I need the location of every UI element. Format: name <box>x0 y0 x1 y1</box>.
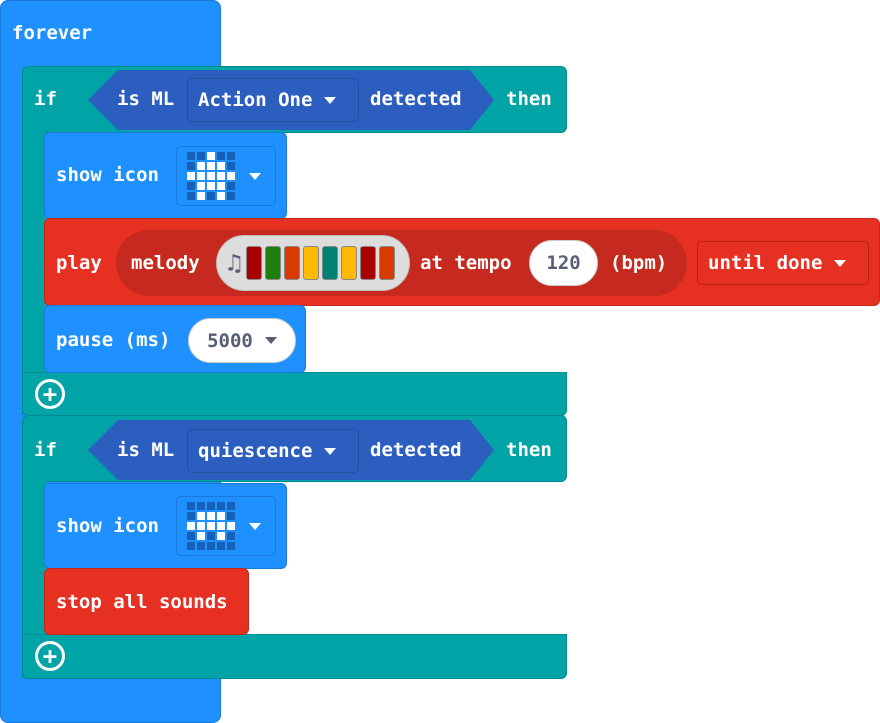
led-grid <box>187 152 235 200</box>
melody-note <box>341 246 358 280</box>
led <box>187 172 195 180</box>
melody-note <box>246 246 263 280</box>
chevron-down-icon <box>249 172 261 180</box>
melody-note <box>379 246 396 280</box>
led <box>227 512 235 520</box>
ml-prefix: is ML <box>117 439 175 461</box>
action-value: quiescence <box>198 440 313 462</box>
show-icon-label: show icon <box>56 164 159 186</box>
chevron-down-icon <box>249 522 261 530</box>
pause-input[interactable]: 5000 <box>188 318 296 363</box>
led <box>197 532 205 540</box>
led <box>227 522 235 530</box>
melody-note <box>322 246 339 280</box>
led <box>197 542 205 550</box>
led <box>187 512 195 520</box>
led <box>187 522 195 530</box>
stop-label: stop all sounds <box>56 591 228 613</box>
led <box>207 522 215 530</box>
action-value: Action One <box>198 89 313 111</box>
ml-prefix: is ML <box>117 88 175 110</box>
tempo-input[interactable]: 120 <box>529 240 598 286</box>
play-label: play <box>56 252 102 274</box>
pause-value: 5000 <box>207 329 253 352</box>
led <box>217 502 225 510</box>
chevron-down-icon <box>834 259 847 267</box>
led <box>207 152 215 160</box>
led <box>227 192 235 200</box>
led <box>197 502 205 510</box>
bpm-label: (bpm) <box>610 252 668 274</box>
add-else-button-2[interactable]: + <box>35 641 65 671</box>
led <box>197 182 205 190</box>
led <box>227 152 235 160</box>
pause-label: pause (ms) <box>56 329 171 351</box>
melody-field[interactable]: ♫ <box>216 235 410 291</box>
tempo-label: at tempo <box>420 252 512 274</box>
then-label: then <box>506 439 552 461</box>
chevron-down-icon <box>324 96 337 104</box>
melody-note <box>303 246 320 280</box>
led <box>187 162 195 170</box>
led-grid <box>187 502 235 550</box>
led <box>197 152 205 160</box>
forever-label: forever <box>12 22 93 44</box>
led <box>187 192 195 200</box>
led <box>207 172 215 180</box>
led <box>207 532 215 540</box>
melody-note <box>284 246 301 280</box>
led <box>187 532 195 540</box>
led <box>217 542 225 550</box>
action-dropdown[interactable]: Action One <box>187 78 359 122</box>
led <box>187 182 195 190</box>
ml-suffix: detected <box>370 439 462 461</box>
if-label: if <box>34 439 57 461</box>
chevron-down-icon <box>264 337 277 344</box>
led <box>227 502 235 510</box>
led <box>227 162 235 170</box>
led <box>187 502 195 510</box>
melody-label: melody <box>131 252 200 274</box>
led <box>187 152 195 160</box>
led <box>217 192 225 200</box>
led <box>217 182 225 190</box>
led <box>197 162 205 170</box>
led <box>227 542 235 550</box>
led <box>197 512 205 520</box>
stop-all-sounds-block[interactable] <box>44 568 249 635</box>
led <box>207 512 215 520</box>
led <box>187 542 195 550</box>
led <box>227 172 235 180</box>
melody-note <box>360 246 377 280</box>
then-label: then <box>506 88 552 110</box>
led <box>217 532 225 540</box>
chevron-down-icon <box>324 447 337 455</box>
play-mode-dropdown[interactable]: until done <box>697 241 869 285</box>
led <box>227 182 235 190</box>
led <box>217 512 225 520</box>
show-icon-label: show icon <box>56 515 159 537</box>
led <box>197 192 205 200</box>
melody-note <box>265 246 282 280</box>
icon-picker-1[interactable] <box>176 146 276 206</box>
led <box>207 542 215 550</box>
add-else-button-1[interactable]: + <box>35 379 65 409</box>
if-label: if <box>34 88 57 110</box>
ml-suffix: detected <box>370 88 462 110</box>
led <box>207 182 215 190</box>
led <box>227 532 235 540</box>
led <box>207 502 215 510</box>
led <box>217 522 225 530</box>
led <box>207 162 215 170</box>
led <box>217 152 225 160</box>
led <box>217 162 225 170</box>
play-mode-value: until done <box>708 252 823 274</box>
icon-picker-2[interactable] <box>176 496 276 556</box>
led <box>197 172 205 180</box>
led <box>207 192 215 200</box>
led <box>217 172 225 180</box>
action-dropdown[interactable]: quiescence <box>187 429 359 473</box>
led <box>197 522 205 530</box>
music-note-icon: ♫ <box>227 249 242 277</box>
